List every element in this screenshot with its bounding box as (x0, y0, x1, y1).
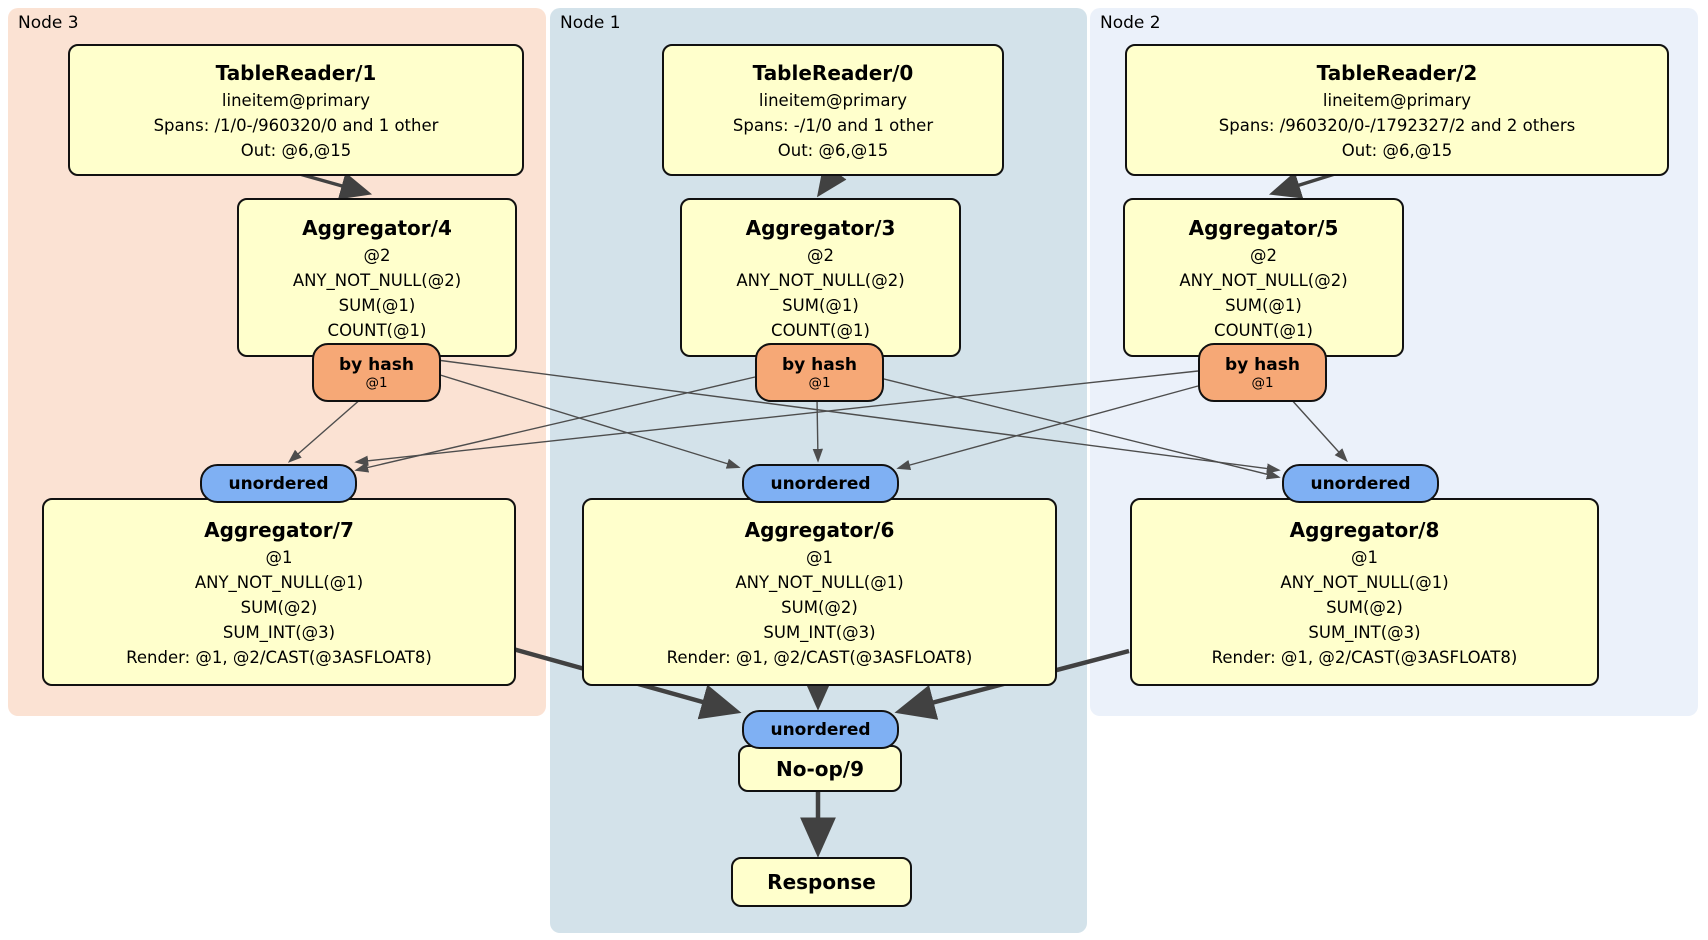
processor-detail: Spans: /1/0-/960320/0 and 1 other (153, 115, 439, 135)
router-by-hash: by hash @1 (312, 343, 441, 402)
processor-title: No-op/9 (775, 756, 865, 781)
node-group-label: Node 3 (18, 13, 79, 33)
router-by-hash: by hash @1 (1198, 343, 1327, 402)
processor-detail: ANY_NOT_NULL(@2) (292, 270, 462, 290)
processor-noop-9: No-op/9 (738, 745, 902, 792)
node-group-label: Node 1 (560, 13, 621, 33)
processor-detail: SUM(@2) (240, 597, 318, 617)
router-key: @1 (365, 374, 388, 391)
processor-detail: @1 (1351, 547, 1378, 567)
router-key: @1 (1251, 374, 1274, 391)
stream-unordered: unordered (200, 464, 357, 503)
router-label: by hash (339, 354, 414, 375)
processor-detail: SUM(@1) (1225, 295, 1302, 315)
processor-title: TableReader/1 (215, 60, 377, 85)
processor-detail: @1 (265, 547, 293, 567)
processor-detail: SUM_INT(@3) (763, 622, 876, 642)
processor-aggregator-4: Aggregator/4 @2 ANY_NOT_NULL(@2) SUM(@1)… (237, 198, 517, 357)
processor-detail: @2 (1250, 245, 1277, 265)
processor-title: Aggregator/7 (204, 517, 354, 542)
processor-detail: SUM_INT(@3) (1308, 622, 1421, 642)
processor-detail: lineitem@primary (1322, 90, 1472, 110)
processor-detail: Render: @1, @2/CAST(@3ASFLOAT8) (666, 647, 973, 667)
router-label: by hash (782, 354, 857, 375)
processor-tablereader-1: TableReader/1 lineitem@primary Spans: /1… (68, 44, 524, 176)
processor-detail: Render: @1, @2/CAST(@3ASFLOAT8) (1211, 647, 1518, 667)
processor-detail: @2 (363, 245, 391, 265)
processor-detail: COUNT(@1) (327, 320, 427, 340)
processor-tablereader-2: TableReader/2 lineitem@primary Spans: /9… (1125, 44, 1669, 176)
processor-title: Aggregator/6 (744, 517, 895, 542)
processor-title: TableReader/2 (1316, 60, 1478, 85)
processor-title: Aggregator/8 (1289, 517, 1440, 542)
processor-detail: SUM(@1) (782, 295, 859, 315)
processor-aggregator-5: Aggregator/5 @2 ANY_NOT_NULL(@2) SUM(@1)… (1123, 198, 1404, 357)
processor-detail: COUNT(@1) (771, 320, 870, 340)
router-label: by hash (1225, 354, 1300, 375)
stream-label: unordered (770, 719, 871, 740)
stream-unordered-final: unordered (742, 710, 899, 749)
processor-title: TableReader/0 (752, 60, 914, 85)
processor-detail: ANY_NOT_NULL(@2) (1179, 270, 1348, 290)
processor-title: Aggregator/5 (1188, 215, 1339, 240)
processor-detail: Spans: -/1/0 and 1 other (732, 115, 934, 135)
stream-label: unordered (1310, 473, 1411, 494)
processor-title: Aggregator/4 (302, 215, 452, 240)
processor-detail: ANY_NOT_NULL(@1) (735, 572, 904, 592)
processor-detail: Out: @6,@15 (1341, 140, 1453, 160)
processor-aggregator-6: Aggregator/6 @1 ANY_NOT_NULL(@1) SUM(@2)… (582, 498, 1057, 686)
processor-detail: @2 (807, 245, 834, 265)
processor-detail: SUM(@2) (781, 597, 858, 617)
processor-detail: Out: @6,@15 (777, 140, 889, 160)
processor-aggregator-8: Aggregator/8 @1 ANY_NOT_NULL(@1) SUM(@2)… (1130, 498, 1599, 686)
processor-detail: lineitem@primary (758, 90, 908, 110)
processor-title: Response (767, 870, 876, 894)
processor-detail: ANY_NOT_NULL(@1) (1280, 572, 1449, 592)
router-key: @1 (808, 374, 831, 391)
processor-detail: ANY_NOT_NULL(@1) (194, 572, 364, 592)
router-by-hash: by hash @1 (755, 343, 884, 402)
stream-unordered: unordered (742, 464, 899, 503)
processor-detail: Spans: /960320/0-/1792327/2 and 2 others (1218, 115, 1576, 135)
processor-detail: SUM(@2) (1326, 597, 1403, 617)
processor-detail: @1 (806, 547, 833, 567)
processor-detail: COUNT(@1) (1214, 320, 1313, 340)
processor-response: Response (731, 857, 912, 907)
processor-detail: lineitem@primary (221, 90, 371, 110)
processor-aggregator-3: Aggregator/3 @2 ANY_NOT_NULL(@2) SUM(@1)… (680, 198, 961, 357)
stream-label: unordered (228, 473, 329, 494)
processor-detail: SUM_INT(@3) (222, 622, 336, 642)
processor-detail: ANY_NOT_NULL(@2) (736, 270, 905, 290)
stream-label: unordered (770, 473, 871, 494)
stream-unordered: unordered (1282, 464, 1439, 503)
processor-tablereader-0: TableReader/0 lineitem@primary Spans: -/… (662, 44, 1004, 176)
node-group-label: Node 2 (1100, 13, 1161, 33)
processor-title: Aggregator/3 (745, 215, 896, 240)
processor-aggregator-7: Aggregator/7 @1 ANY_NOT_NULL(@1) SUM(@2)… (42, 498, 516, 686)
processor-detail: Out: @6,@15 (240, 140, 352, 160)
processor-detail: Render: @1, @2/CAST(@3ASFLOAT8) (126, 647, 432, 667)
processor-detail: SUM(@1) (338, 295, 416, 315)
